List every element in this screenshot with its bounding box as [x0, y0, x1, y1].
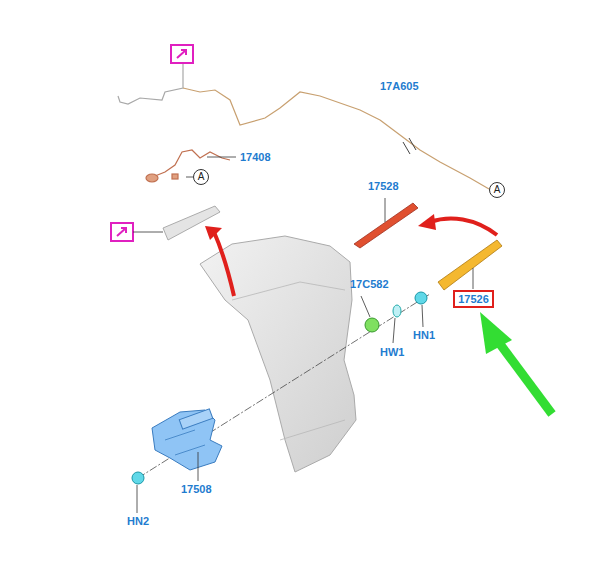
grommet [365, 318, 379, 332]
leader-line [186, 177, 193, 178]
camera-harness [146, 150, 230, 182]
highlight-box: 17526 [453, 290, 494, 308]
wiper-blade [354, 203, 418, 248]
callout-number: HN1 [413, 329, 435, 342]
callout-number: HW1 [380, 346, 404, 359]
node-text: 17526 [458, 293, 489, 305]
leader-line [207, 157, 236, 158]
connector-circle: A [193, 169, 209, 185]
red-arrow [214, 232, 234, 296]
callout-number: 17C582 [350, 278, 389, 291]
reference-icon [111, 45, 193, 241]
wiper-motor [152, 409, 222, 470]
washer [393, 305, 401, 317]
callout-number: 17528 [368, 180, 399, 193]
leader-line [133, 232, 163, 233]
node-text: A [494, 184, 501, 196]
wiring-harness [118, 63, 489, 189]
tailgate [200, 236, 356, 472]
callout-number: 17508 [181, 483, 212, 496]
callout-number: 17A605 [380, 80, 419, 93]
nut [415, 292, 427, 304]
wire-break [403, 138, 416, 154]
connector-circle: A [489, 182, 505, 198]
callout-number: HN2 [127, 515, 149, 528]
node-text: A [198, 171, 205, 183]
green-arrow [497, 340, 552, 414]
axis-line [138, 294, 430, 478]
callout-number: 17408 [240, 151, 271, 164]
red-arrow [430, 218, 497, 235]
nut [132, 472, 144, 484]
wiper-arm [438, 240, 502, 290]
